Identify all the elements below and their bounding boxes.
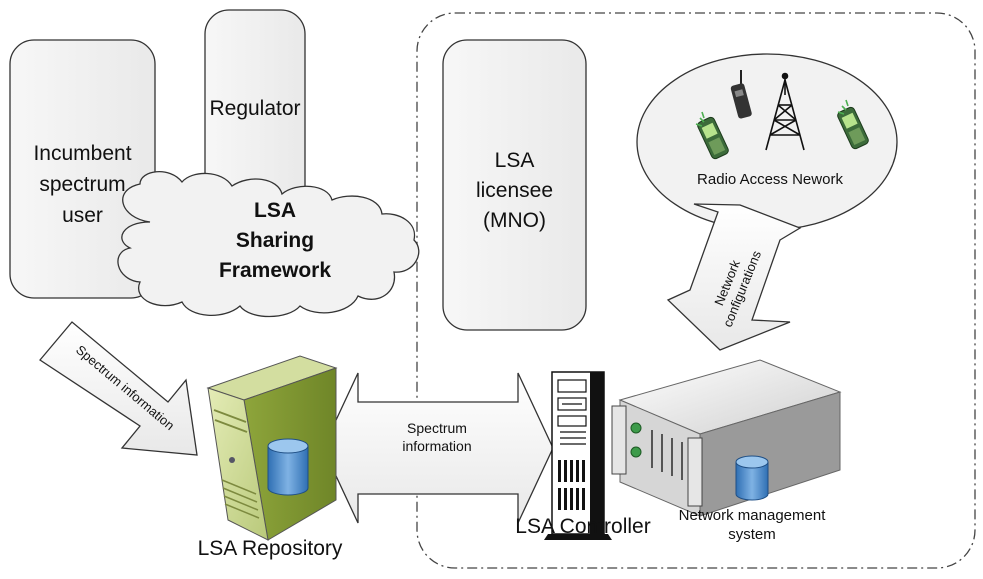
lsa-controller-server-icon [544,371,612,540]
signal-waves-icon-right [837,99,849,115]
incumbent-label: Incumbent spectrum user [10,138,155,231]
sharing-framework-label-line-1: LSA [254,199,296,222]
lsa-controller-label: LSA Controller [515,515,651,538]
sharing-framework-label-line-3: Framework [218,259,332,282]
nms-label-line-2: system [728,526,776,543]
nms-rack-server-icon [611,359,842,517]
lsa-licensee-label-line-3: (MNO) [483,209,546,232]
ran-label: Radio Access Nework [697,171,843,188]
nms-label: Network management system [652,506,852,544]
lsa-repository-label: LSA Repository [197,537,343,560]
incumbent-label-line-3: user [62,204,103,227]
repository-database-icon [267,438,309,496]
incumbent-to-repository-arrow [39,321,198,456]
sharing-framework-label-line-2: Sharing [235,229,315,252]
repository-controller-arrow-label: Spectrum information [382,419,492,455]
repository-controller-arrow-label-line-2: information [402,438,472,454]
signal-waves-icon-left [695,111,705,127]
ran-nms-double-arrow [666,203,802,351]
repository-controller-arrow-label-line-1: Spectrum [407,420,467,436]
handheld-radio-icon [730,70,752,119]
mobile-phone-icon-right [837,106,869,150]
nms-label-line-1: Network management [678,507,826,524]
incumbent-label-line-2: spectrum [39,173,126,196]
lsa-licensee-label-line-1: LSA [494,149,535,172]
mobile-phone-icon-left [697,116,729,160]
lsa-licensee-label-line-2: licensee [475,179,554,202]
lsa-licensee-label: LSA licensee (MNO) [443,146,586,236]
mno-domain-border [416,12,976,569]
sharing-framework-cloud [117,170,420,318]
cell-tower-icon [765,72,805,151]
incumbent-label-line-1: Incumbent [33,142,132,165]
regulator-label: Regulator [209,97,301,120]
incumbent-box [9,39,156,299]
lsa-licensee-box [442,39,587,331]
sharing-framework-label: LSA Sharing Framework [195,196,355,286]
nms-database-icon [735,455,769,501]
